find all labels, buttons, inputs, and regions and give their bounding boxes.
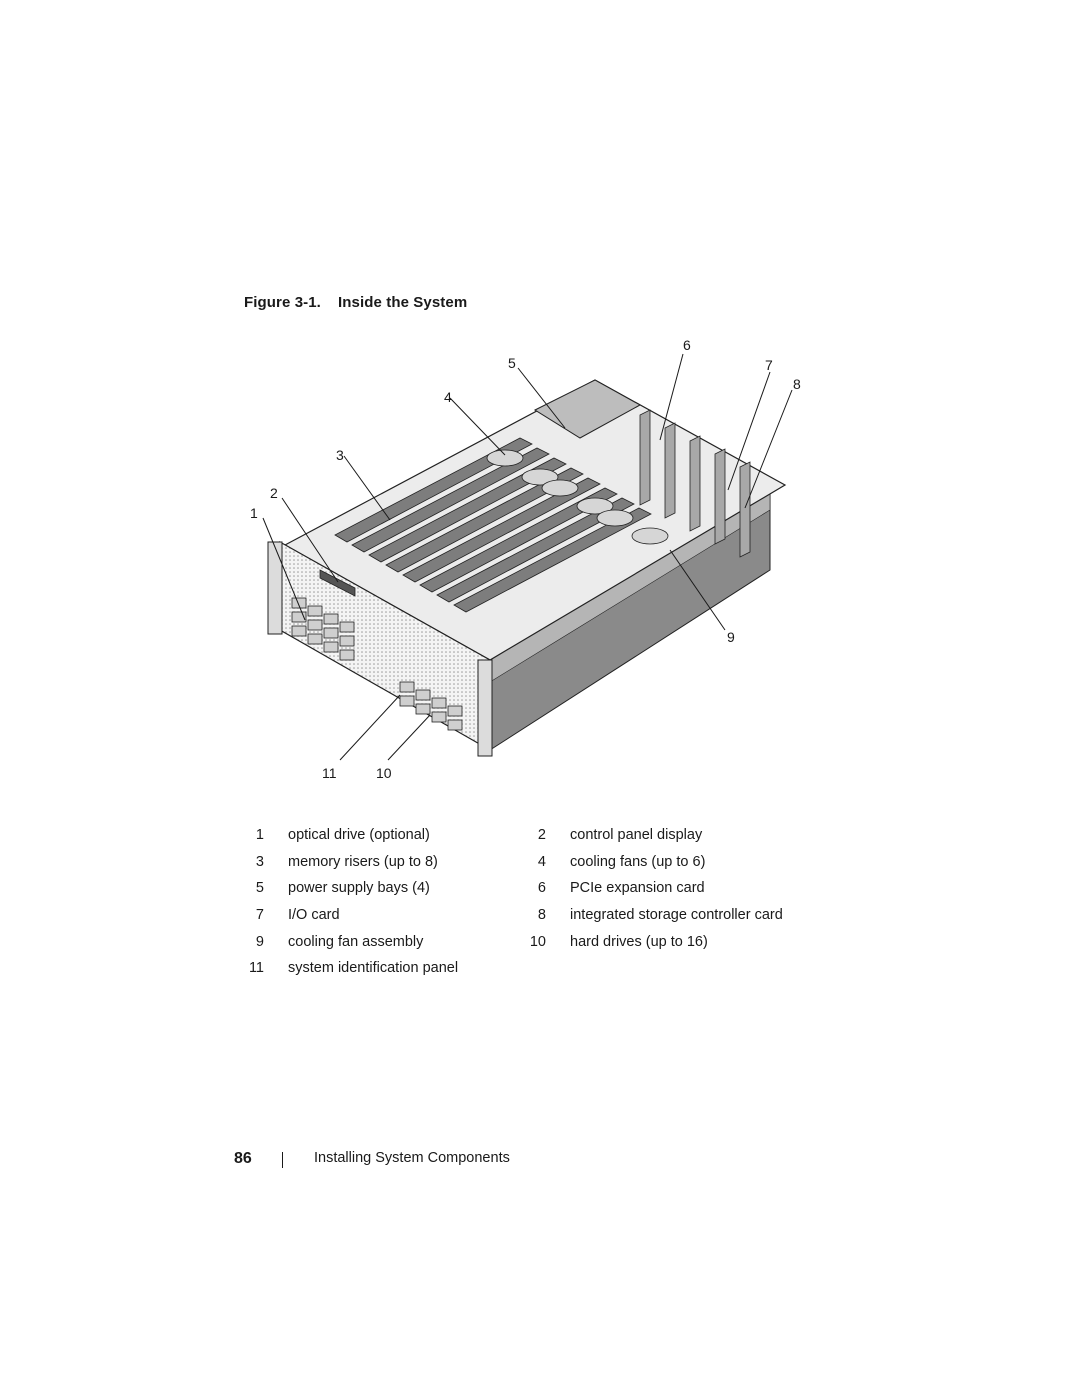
legend-item: 2 control panel display xyxy=(522,822,702,849)
legend-num: 4 xyxy=(537,853,546,870)
legend-num: 6 xyxy=(537,880,546,897)
legend-label: PCIe expansion card xyxy=(570,880,705,897)
legend-row: 3 memory risers (up to 8) 4 cooling fans (… xyxy=(240,849,820,876)
legend-num: 7 xyxy=(255,907,264,924)
figure-legend: 1 optical drive (optional) 2 control panel… xyxy=(240,822,820,982)
callout-6: 6 xyxy=(683,337,691,353)
legend-label: I/O card xyxy=(288,907,340,924)
legend-item: 4 cooling fans (up to 6) xyxy=(522,849,706,876)
legend-label: hard drives (up to 16) xyxy=(570,933,708,950)
callout-8: 8 xyxy=(793,376,801,392)
callout-leaders xyxy=(262,353,793,761)
legend-num: 9 xyxy=(255,933,264,950)
legend-item: 9 cooling fan assembly xyxy=(240,929,424,956)
legend-num: 3 xyxy=(255,853,264,870)
legend-item: 6 PCIe expansion card xyxy=(522,875,705,902)
pcie-expansion-cards xyxy=(639,409,751,558)
legend-row: 7 I/O card 8 integrated storage controller… xyxy=(240,902,820,929)
figure-caption-prefix: Figure 3-1. xyxy=(244,294,321,311)
legend-label: power supply bays (4) xyxy=(288,880,430,897)
figure-caption: Figure 3-1. Inside the System xyxy=(244,294,467,311)
page-footer: 86 Installing System Components xyxy=(234,1150,834,1172)
legend-row: 5 power supply bays (4) 6 PCIe expansion c… xyxy=(240,875,820,902)
legend-item: 11 system identification panel xyxy=(240,955,458,982)
legend-num: 5 xyxy=(255,880,264,897)
legend-num: 11 xyxy=(248,960,264,977)
callout-5: 5 xyxy=(508,355,516,371)
legend-label: optical drive (optional) xyxy=(288,827,430,843)
legend-num: 8 xyxy=(537,907,546,924)
section-title: Installing System Components xyxy=(314,1150,510,1166)
cooling-fans xyxy=(486,449,669,545)
legend-num: 1 xyxy=(255,827,264,843)
figure-caption-title: Inside the System xyxy=(338,294,468,311)
callout-2: 2 xyxy=(270,485,278,501)
legend-label: cooling fan assembly xyxy=(288,933,424,950)
callout-10: 10 xyxy=(376,765,392,781)
page-number: 86 xyxy=(234,1150,252,1167)
legend-label: cooling fans (up to 6) xyxy=(570,853,706,870)
legend-num: 10 xyxy=(529,933,546,950)
legend-item: 10 hard drives (up to 16) xyxy=(522,929,708,956)
legend-label: system identification panel xyxy=(288,960,459,977)
memory-risers xyxy=(334,437,652,613)
callout-7: 7 xyxy=(765,357,773,373)
legend-row: 1 optical drive (optional) 2 control panel… xyxy=(240,822,820,849)
callout-9: 9 xyxy=(727,629,735,645)
footer-divider xyxy=(282,1152,283,1168)
legend-label: integrated storage controller card xyxy=(570,907,783,924)
legend-item: 1 optical drive (optional) xyxy=(240,822,430,849)
server-chassis-drawing: 1 2 3 4 5 6 7 8 9 10 11 xyxy=(250,337,801,781)
legend-item: 5 power supply bays (4) xyxy=(240,875,430,902)
callout-11: 11 xyxy=(322,765,337,781)
legend-item: 3 memory risers (up to 8) xyxy=(240,849,438,876)
server-illustration: 1 2 3 4 5 6 7 8 9 10 11 xyxy=(240,330,820,790)
hard-drive-bays-right xyxy=(399,681,463,731)
legend-row: 11 system identification panel xyxy=(240,955,820,982)
callout-1: 1 xyxy=(250,505,258,521)
legend-item: 7 I/O card xyxy=(240,902,340,929)
callout-3: 3 xyxy=(336,447,344,463)
legend-item: 8 integrated storage controller card xyxy=(522,902,783,929)
legend-label: control panel display xyxy=(570,827,703,843)
legend-label: memory risers (up to 8) xyxy=(288,853,438,870)
legend-num: 2 xyxy=(537,827,546,843)
legend-row: 9 cooling fan assembly 10 hard drives (up … xyxy=(240,929,820,956)
hard-drive-bays-left xyxy=(291,597,355,661)
callout-4: 4 xyxy=(444,389,452,405)
control-panel-display xyxy=(319,569,356,597)
